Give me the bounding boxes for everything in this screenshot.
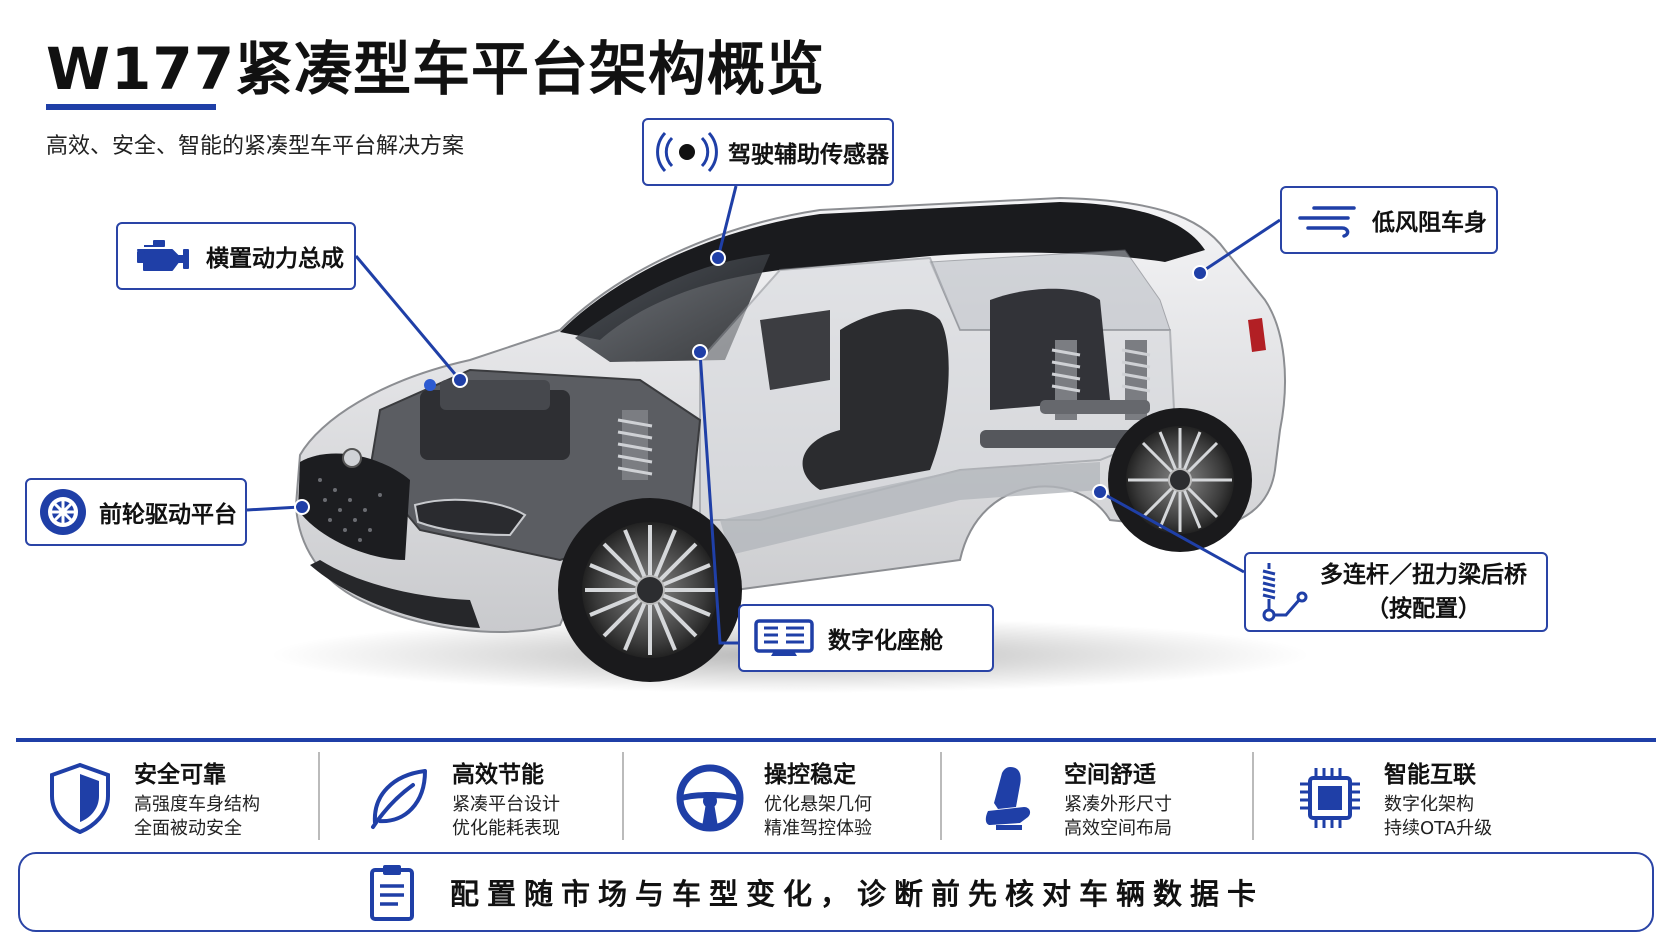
feature-separator [1252, 752, 1254, 840]
clipboard-icon [362, 862, 422, 922]
feature-handling: 操控稳定 优化悬架几何 精准驾控体验 [670, 748, 872, 848]
feature-separator [622, 752, 624, 840]
front-seat [802, 309, 949, 490]
feature-comfort-line2: 高效空间布局 [1064, 818, 1172, 839]
callout-fwd-platform-label: 前轮驱动平台 [99, 502, 237, 528]
callout-digital-cockpit: 数字化座舱 [738, 604, 994, 672]
feature-handling-title: 操控稳定 [764, 762, 856, 788]
callout-rear-axle-line2: （按配置） [1366, 596, 1481, 622]
footer-note: 配置随市场与车型变化，诊断前先核对车辆数据卡 [18, 852, 1654, 932]
feature-safety-line2: 全面被动安全 [134, 818, 242, 839]
grille-dots [318, 478, 382, 542]
section-divider [16, 738, 1656, 742]
engine-icon [128, 236, 192, 276]
engine-cap [424, 379, 436, 391]
callout-adas-sensor: 驾驶辅助传感器 [642, 118, 894, 186]
car-roof-glass [560, 202, 1205, 340]
feature-safety-line1: 高强度车身结构 [134, 794, 260, 815]
callout-digital-cockpit-label: 数字化座舱 [828, 628, 943, 654]
wind-icon [1292, 202, 1362, 238]
leader-cockpit [698, 351, 738, 645]
callout-rear-axle-label: 多连杆／扭力梁后桥 （按配置） [1320, 558, 1527, 626]
feature-connectivity-line1: 数字化架构 [1384, 794, 1474, 815]
callout-powertrain: 横置动力总成 [116, 222, 356, 290]
tail-light [1248, 318, 1266, 352]
feature-comfort-line1: 紧凑外形尺寸 [1064, 794, 1172, 815]
feature-efficiency: 高效节能 紧凑平台设计 优化能耗表现 [358, 748, 560, 848]
dashboard-icon [752, 618, 816, 658]
leader-lines [246, 185, 1281, 645]
feature-efficiency-title: 高效节能 [452, 762, 544, 788]
feature-connectivity: 智能互联 数字化架构 持续OTA升级 [1290, 748, 1492, 848]
callout-aero-body-label: 低风阻车身 [1372, 210, 1487, 236]
feature-safety-title: 安全可靠 [134, 762, 226, 788]
feature-handling-line2: 精准驾控体验 [764, 818, 872, 839]
callout-rear-axle: 多连杆／扭力梁后桥 （按配置） [1244, 552, 1548, 632]
feature-comfort-title: 空间舒适 [1064, 762, 1156, 788]
feature-efficiency-line2: 优化能耗表现 [452, 818, 560, 839]
steering-area [760, 310, 830, 390]
feature-safety: 安全可靠 高强度车身结构 全面被动安全 [40, 748, 260, 848]
suspension-icon [1256, 561, 1312, 623]
headlight [413, 498, 527, 537]
page-subtitle: 高效、安全、智能的紧凑型车平台解决方案 [46, 134, 465, 159]
leader-fwd [246, 505, 301, 512]
leader-rear-axle [1099, 490, 1245, 574]
leaf-icon [358, 758, 438, 838]
feature-connectivity-line2: 持续OTA升级 [1384, 818, 1493, 839]
leader-sensor [716, 185, 738, 259]
sensor-wave-icon [654, 130, 720, 174]
wheel-icon [35, 486, 91, 538]
feature-comfort: 空间舒适 紧凑外形尺寸 高效空间布局 [970, 748, 1172, 848]
feature-separator [318, 752, 320, 840]
feature-connectivity-title: 智能互联 [1384, 762, 1476, 788]
front-wheel [558, 498, 742, 682]
callout-rear-axle-line1: 多连杆／扭力梁后桥 [1320, 562, 1527, 588]
rear-seat [990, 288, 1110, 410]
chip-icon [1290, 758, 1370, 838]
floor-pan [720, 462, 1100, 555]
page-title: W177紧凑型车平台架构概览 [46, 35, 826, 103]
callout-powertrain-label: 横置动力总成 [206, 246, 344, 272]
callout-fwd-platform: 前轮驱动平台 [25, 478, 247, 546]
seat-icon [970, 758, 1050, 838]
feature-efficiency-line1: 紧凑平台设计 [452, 794, 560, 815]
shield-icon [40, 758, 120, 838]
steering-wheel-icon [670, 758, 750, 838]
leader-dots [294, 250, 1208, 515]
footer-note-text: 配置随市场与车型变化，诊断前先核对车辆数据卡 [450, 877, 1265, 911]
front-bumper-lower [310, 560, 480, 628]
callout-adas-sensor-label: 驾驶辅助传感器 [728, 142, 889, 168]
rear-wheel [1108, 408, 1252, 552]
title-underline [46, 104, 216, 110]
callout-aero-body: 低风阻车身 [1280, 186, 1498, 254]
front-strut [617, 410, 653, 480]
front-grille [298, 453, 410, 560]
brand-badge [342, 448, 362, 468]
feature-handling-line1: 优化悬架几何 [764, 794, 872, 815]
leader-aero [1199, 218, 1281, 275]
engine-cover [440, 380, 550, 410]
leader-powertrain [354, 255, 462, 381]
feature-separator [940, 752, 942, 840]
